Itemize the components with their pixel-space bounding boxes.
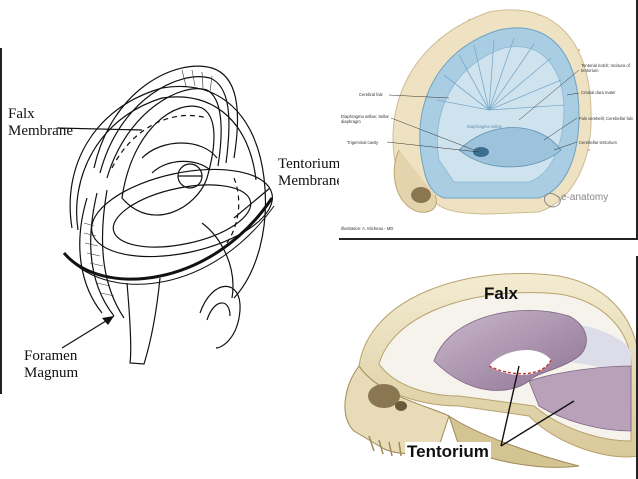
tentorium-label: Tentorium [405,442,491,462]
e-anatomy-logo: e-anatomy [561,192,609,203]
skull-dura-art [386,9,592,215]
skull-3d-art [344,273,636,468]
cranial-dura-label: Cranial dura mater [581,90,616,95]
center-structure-label: Diaphragma sellae [467,124,502,129]
line-drawing-art [56,65,275,365]
trigeminal-cavity-label: Trigeminal cavity [347,140,379,145]
illustration-credit: Illustration: A. Micheau - MD [341,226,394,231]
cerebral-falx-label: Cerebral falx [359,92,383,97]
falx-cerebelli-label: Falx cerebelli; Cerebellar falx [579,116,633,121]
falx-label: Falx [484,284,519,303]
3d-skull-falx-tentorium-diagram: Falx Tentorium [339,256,638,479]
cerebellar-tentorium-label: Cerebellar tentorium [579,140,617,145]
e-anatomy-dura-diagram: Cerebral falx Tentorial notch; Incisura … [339,0,638,240]
